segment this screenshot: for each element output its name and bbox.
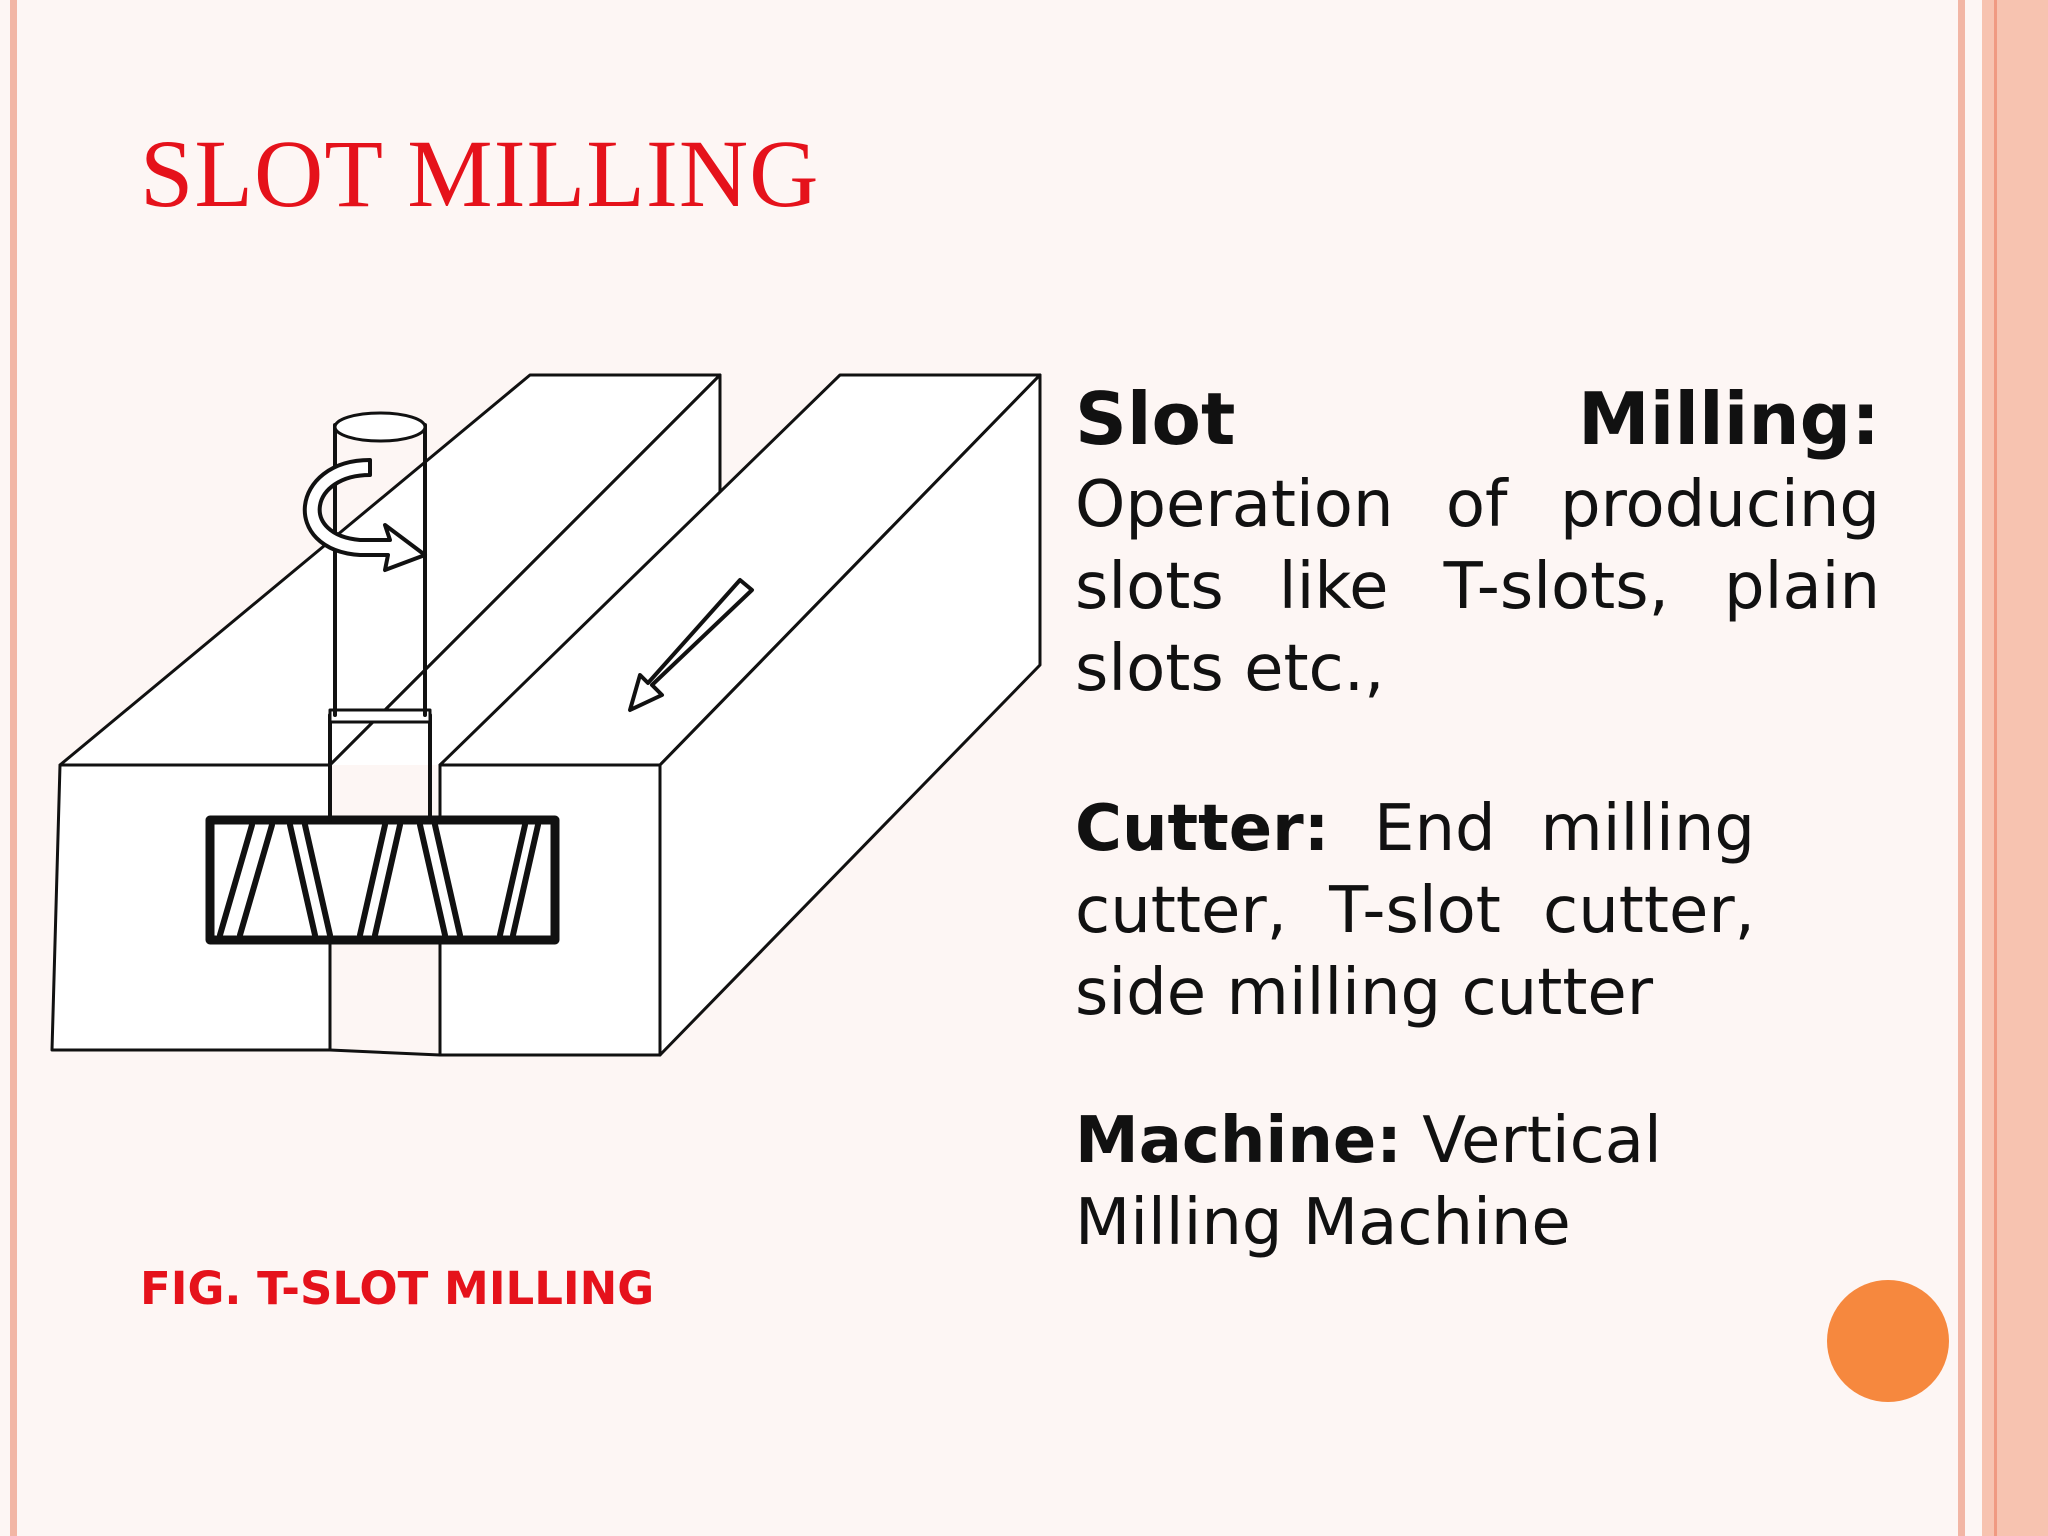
point-cutter: Cutter: End milling cutter, T-slot cutte…: [1075, 788, 1755, 1034]
right-block-side: [658, 373, 1042, 1057]
right-border-stripe: [1994, 0, 1997, 1536]
spindle-collar: [328, 708, 432, 724]
feed-direction-arrow-icon: [628, 578, 754, 712]
point-term: Slot Milling:: [1075, 377, 1880, 461]
spindle-lower: [328, 713, 432, 822]
left-border-decoration: [10, 0, 17, 1536]
spindle-top: [333, 411, 427, 443]
figure-caption: FIG. T-SLOT MILLING: [140, 1262, 655, 1315]
slot-floor: [328, 1048, 442, 1057]
point-text: Vertical Milling Machine: [1075, 1104, 1662, 1260]
point-text: End milling cutter, T-slot cutter, side …: [1075, 792, 1755, 1030]
point-machine: Machine: Vertical Milling Machine: [1075, 1100, 1775, 1264]
point-term: Cutter:: [1075, 792, 1330, 866]
point-text: Operation of producing slots like T-slot…: [1075, 468, 1880, 706]
accent-circle: [1827, 1280, 1949, 1402]
point-slot-milling: Slot Milling: Operation of producing slo…: [1075, 378, 1880, 710]
cutter-teeth: [217, 822, 541, 938]
t-slot-milling-figure: [50, 373, 1042, 1057]
right-border-band: [1982, 0, 2048, 1536]
rotation-arrow-icon: [303, 458, 427, 572]
point-term: Machine:: [1075, 1104, 1402, 1178]
slide-title: SLOT MILLING: [140, 120, 820, 227]
right-border-line: [1958, 0, 1965, 1536]
